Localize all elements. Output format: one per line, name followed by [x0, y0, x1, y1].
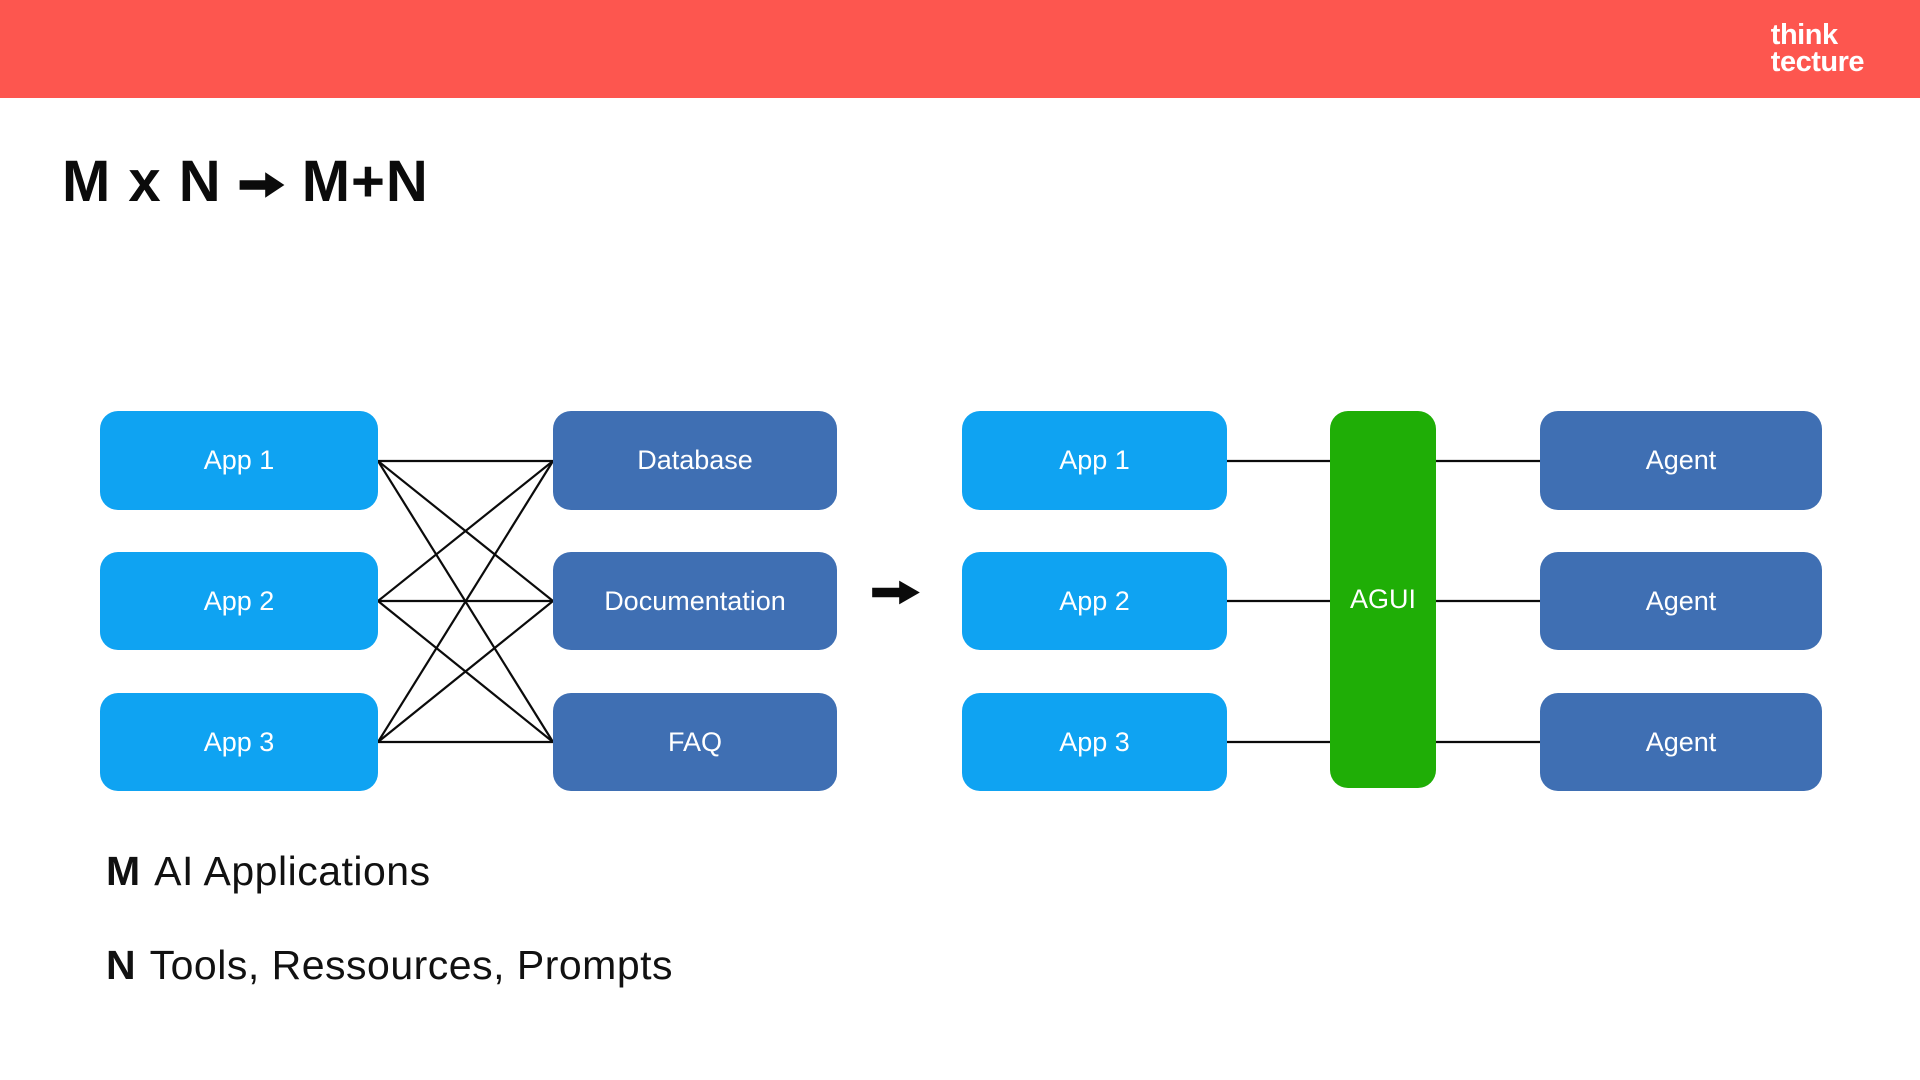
agent-box-2: Agent [1540, 552, 1822, 650]
logo-line-1: think [1770, 19, 1838, 51]
right-app-box-1: App 1 [962, 411, 1227, 510]
legend: M AI Applications N Tools, Ressources, Pro… [106, 848, 673, 1036]
left-app-box-2: App 2 [100, 552, 378, 650]
left-app-box-3: App 3 [100, 693, 378, 791]
agui-hub-box: AGUI [1330, 411, 1436, 788]
legend-desc-n: Tools, Ressources, Prompts [149, 942, 674, 988]
right-app-box-3: App 3 [962, 693, 1227, 791]
arrow-right-icon [239, 171, 285, 198]
right-app-box-2: App 2 [962, 552, 1227, 650]
thinktecture-logo: think tecture [1770, 19, 1865, 78]
legend-line-m: M AI Applications [106, 848, 673, 894]
legend-line-n: N Tools, Ressources, Prompts [106, 942, 673, 988]
legend-desc-m: AI Applications [154, 848, 431, 894]
agent-box-1: Agent [1540, 411, 1822, 510]
resource-box-documentation: Documentation [553, 552, 837, 650]
logo-line-2: tecture [1770, 46, 1865, 78]
header-bar: think tecture [0, 0, 1920, 98]
resource-box-faq: FAQ [553, 693, 837, 791]
agent-box-3: Agent [1540, 693, 1822, 791]
transform-arrow-icon [872, 579, 920, 606]
left-app-box-1: App 1 [100, 411, 378, 510]
legend-term-m: M [106, 848, 141, 894]
page-title: M x N M+N [62, 148, 429, 215]
title-left: M x N [62, 149, 222, 214]
resource-box-database: Database [553, 411, 837, 510]
title-right: M+N [301, 149, 429, 214]
legend-term-n: N [106, 942, 136, 988]
